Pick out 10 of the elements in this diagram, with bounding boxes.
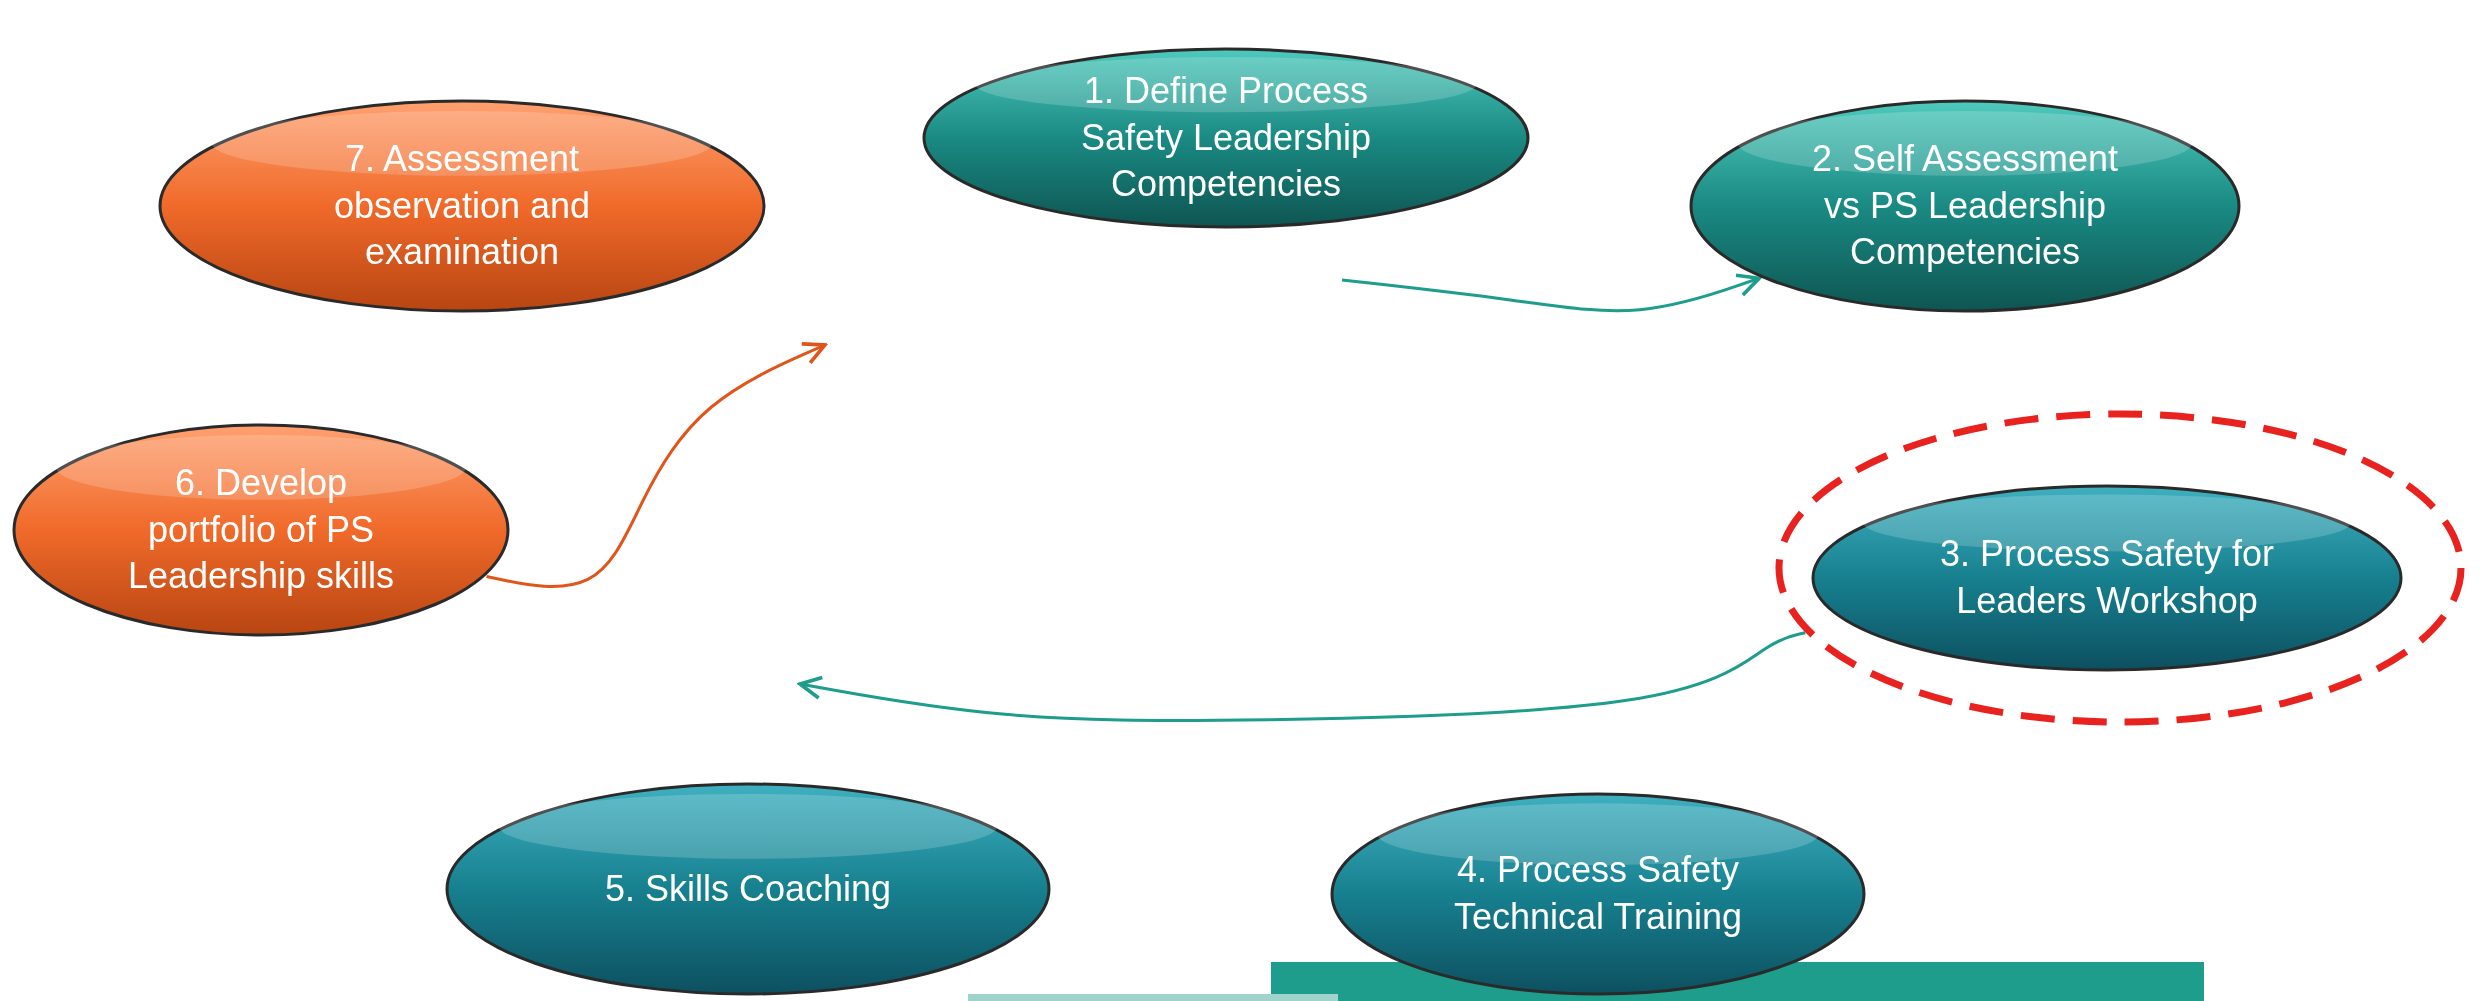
step-label: 2. Self Assessment vs PS Leadership Competencies bbox=[1810, 136, 2120, 275]
step-label: 7. Assessment observation and examination bbox=[332, 136, 592, 275]
step-label: 5. Skills Coaching bbox=[604, 866, 892, 911]
curved-arrow bbox=[486, 342, 827, 588]
step-label: 3. Process Safety for Leaders Workshop bbox=[1938, 532, 2276, 623]
step-label: 6. Develop portfolio of PS Leadership skills bbox=[126, 460, 396, 599]
step-label: 1. Define Process Safety Leadership Competencies bbox=[1079, 68, 1373, 207]
curved-arrow bbox=[798, 631, 1806, 722]
step-label: 4. Process Safety Technical Training bbox=[1452, 848, 1744, 939]
curved-arrow bbox=[1341, 273, 1761, 313]
